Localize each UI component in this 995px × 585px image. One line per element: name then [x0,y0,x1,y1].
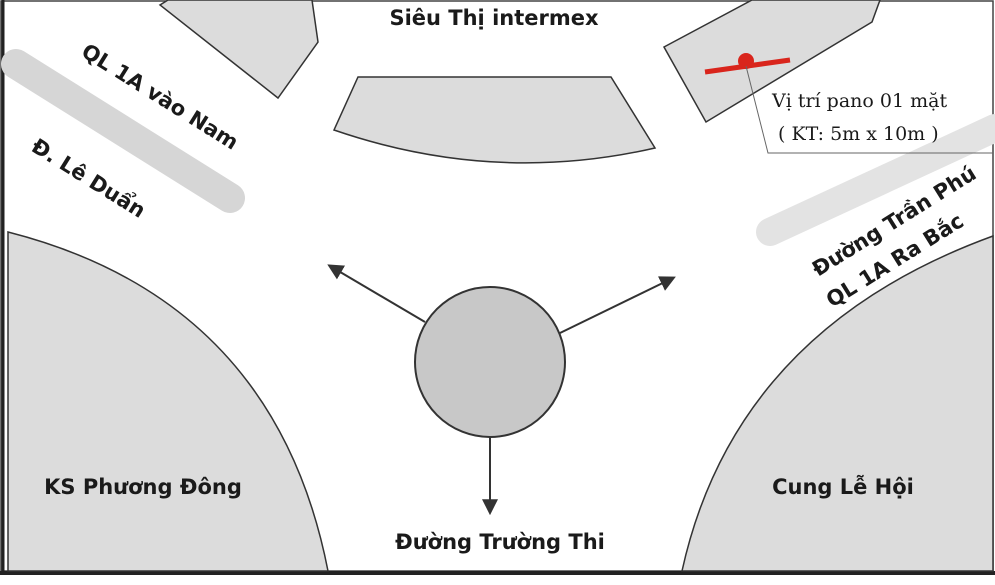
billboard-leader-line [745,65,993,154]
arrow-northeast [559,276,676,334]
block-hotel [7,231,329,572]
roundabout-circle [414,286,566,438]
median-strip-right [756,114,995,246]
block-festival-palace [681,234,994,572]
arrow-northwest [327,264,426,323]
billboard-caption-line2: ( KT: 5m x 10m ) [778,123,939,145]
label-truong-thi: Đường Trường Thi [395,530,605,554]
label-supermarket: Siêu Thị intermex [389,6,599,30]
block-supermarket [332,76,657,164]
label-hotel: KS Phương Đông [44,475,242,499]
billboard-marker [738,53,754,69]
median-strip-left [1,49,245,213]
label-festival-palace: Cung Lễ Hội [772,475,914,499]
billboard-caption-line1: Vị trí pano 01 mặt [771,90,947,112]
block-top-left [158,0,319,100]
